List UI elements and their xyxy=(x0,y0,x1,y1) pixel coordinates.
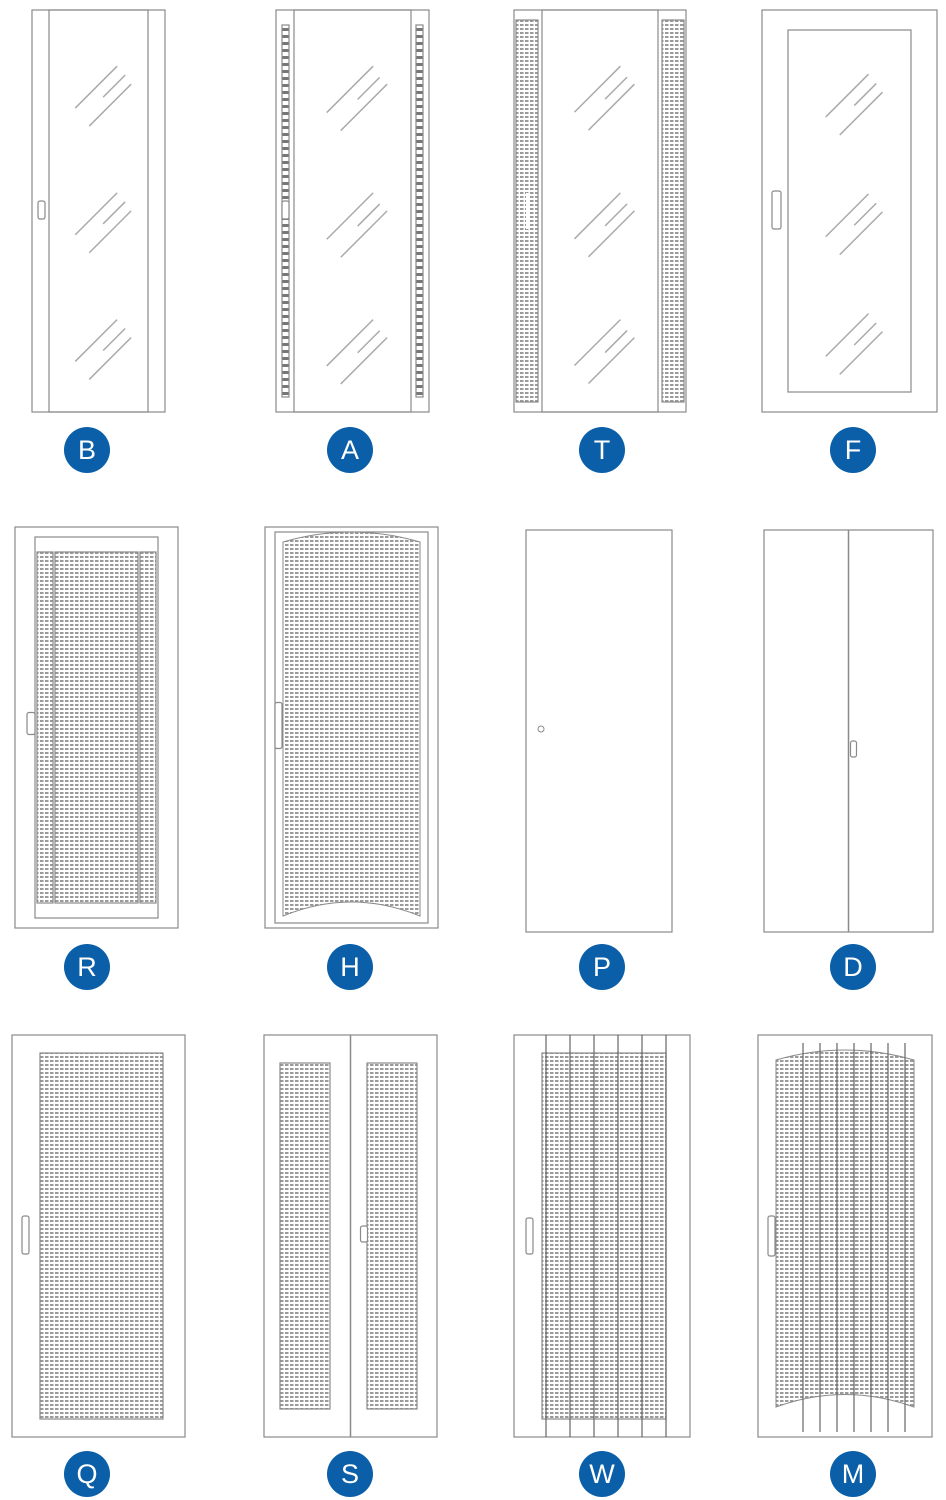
glass-reflection xyxy=(573,192,621,240)
glass-reflection xyxy=(357,76,381,100)
door-panel xyxy=(139,551,157,904)
glass-reflection xyxy=(326,319,374,367)
door-label-badge: T xyxy=(579,427,625,473)
door-d xyxy=(763,529,934,933)
handle-icon xyxy=(849,740,858,758)
door-label-badge: Q xyxy=(64,1451,110,1497)
door-r xyxy=(14,526,179,929)
handle-icon xyxy=(525,1217,534,1255)
glass-reflection xyxy=(587,210,635,258)
door-m xyxy=(757,1034,933,1438)
glass-reflection xyxy=(340,337,388,385)
glass-reflection xyxy=(853,83,877,107)
glass-reflection xyxy=(88,210,132,254)
lock-icon xyxy=(537,725,545,733)
glass-reflection xyxy=(326,192,374,240)
door-panel xyxy=(293,9,412,413)
door-b xyxy=(31,9,166,413)
handle-icon xyxy=(526,193,530,229)
glass-reflection xyxy=(573,319,621,367)
door-label-badge: S xyxy=(327,1451,373,1497)
perforated-panel xyxy=(279,1062,331,1410)
handle-icon xyxy=(21,1215,30,1255)
door-a xyxy=(275,9,430,413)
glass-reflection xyxy=(573,65,621,113)
door-panel xyxy=(787,29,912,393)
perforated-panel xyxy=(39,1052,164,1420)
handle-icon xyxy=(37,200,46,220)
door-panel xyxy=(661,19,685,403)
glass-reflection xyxy=(340,83,388,132)
perforated-panel xyxy=(541,1052,667,1420)
handle-icon xyxy=(771,190,782,230)
door-q xyxy=(11,1034,186,1438)
door-label-badge: B xyxy=(64,427,110,473)
glass-reflection xyxy=(88,337,132,380)
glass-reflection xyxy=(74,192,118,236)
door-panel xyxy=(541,9,659,413)
door-label-badge: A xyxy=(327,427,373,473)
door-label-badge: P xyxy=(579,944,625,990)
door-w xyxy=(513,1034,691,1438)
glass-reflection xyxy=(853,202,877,226)
handle-icon xyxy=(274,701,283,750)
door-frame xyxy=(275,9,430,413)
glass-reflection xyxy=(825,193,870,238)
glass-reflection xyxy=(587,337,635,385)
door-panel xyxy=(48,9,149,413)
door-label-badge: W xyxy=(579,1451,625,1497)
door-t xyxy=(513,9,687,413)
door-frame xyxy=(761,9,938,413)
handle-icon xyxy=(359,1225,369,1243)
glass-reflection xyxy=(839,211,884,256)
glass-reflection xyxy=(74,319,118,362)
glass-reflection xyxy=(825,313,870,357)
glass-reflection xyxy=(357,203,381,227)
glass-reflection xyxy=(604,76,628,100)
glass-reflection xyxy=(587,83,635,131)
glass-reflection xyxy=(340,210,388,258)
door-panel xyxy=(415,24,424,398)
door-panel xyxy=(54,551,139,904)
glass-reflection xyxy=(102,74,126,98)
glass-reflection xyxy=(326,65,374,114)
door-panel xyxy=(36,551,54,904)
handle-icon xyxy=(281,200,290,220)
glass-reflection xyxy=(825,73,870,118)
glass-reflection xyxy=(88,83,132,127)
handle-icon xyxy=(26,711,36,736)
glass-reflection xyxy=(604,203,628,227)
door-label-badge: F xyxy=(830,427,876,473)
door-frame xyxy=(513,9,687,413)
glass-reflection xyxy=(604,330,628,354)
door-s xyxy=(263,1034,438,1438)
glass-reflection xyxy=(839,91,884,136)
perforated-panel xyxy=(366,1062,418,1410)
door-label-badge: M xyxy=(830,1451,876,1497)
door-frame xyxy=(525,529,673,933)
handle-icon xyxy=(767,1215,776,1257)
glass-reflection xyxy=(357,330,381,354)
glass-reflection xyxy=(102,201,126,225)
perforated-panel xyxy=(775,1049,915,1408)
glass-reflection xyxy=(839,331,884,375)
door-f xyxy=(761,9,938,413)
perforated-panel xyxy=(282,531,421,917)
glass-reflection xyxy=(102,327,126,352)
door-label-badge: H xyxy=(327,944,373,990)
glass-reflection xyxy=(853,322,877,346)
door-label-badge: R xyxy=(64,944,110,990)
glass-reflection xyxy=(74,65,118,109)
door-h xyxy=(264,526,439,929)
door-p xyxy=(525,529,673,933)
door-label-badge: D xyxy=(830,944,876,990)
